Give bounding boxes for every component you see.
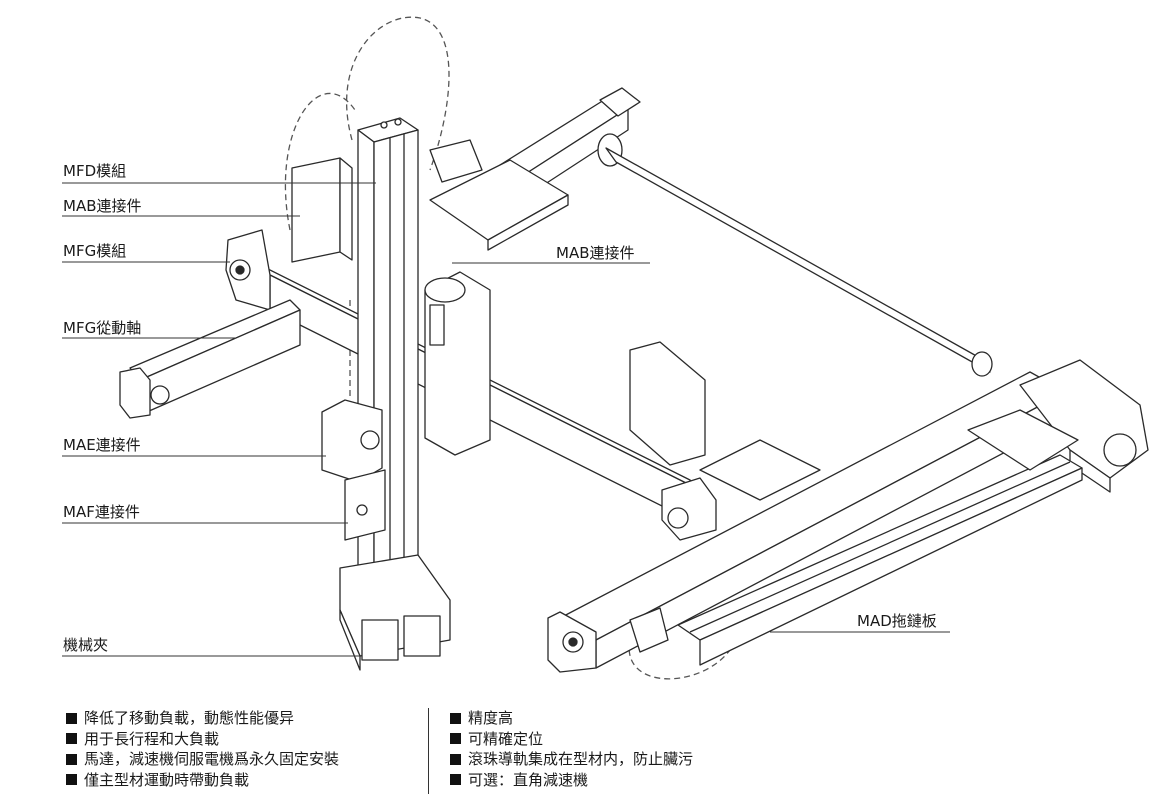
right-servo-motor (1019, 359, 1149, 493)
bullet-square-icon (66, 712, 77, 724)
callout-mfg-module: MFG模組 (63, 242, 127, 260)
feature-text: 降低了移動負載，動態性能優异 (84, 709, 295, 728)
feature-text: 用于長行程和大負載 (84, 729, 220, 748)
callout-mfd-module: MFD模組 (63, 162, 127, 180)
mae-connector (321, 399, 383, 483)
feature-text: 精度高 (468, 709, 514, 728)
feature-item: 馬達，減速機伺服電機爲永久固定安裝 (66, 749, 339, 770)
feature-item: 滾珠導軌集成在型材内，防止臟污 (450, 749, 693, 770)
maf-connector (344, 469, 386, 541)
bullet-square-icon (450, 712, 461, 724)
mechanical-gripper (339, 554, 451, 671)
x-beam-carriage (629, 341, 821, 501)
feature-text: 馬達，減速機伺服電機爲永久固定安裝 (84, 750, 340, 769)
drag-chain-plate (677, 454, 1083, 666)
callout-mfg-driven-axis: MFG從動軸 (63, 319, 142, 337)
gantry-system-drawing (62, 16, 1149, 680)
mfg-driven-axis (119, 299, 301, 419)
feature-divider (428, 708, 429, 794)
callout-gripper: 機械夾 (63, 636, 109, 654)
bullet-square-icon (450, 753, 461, 765)
callout-mae-connector: MAE連接件 (63, 436, 141, 454)
motion-envelope-bottom (628, 639, 731, 680)
feature-item: 用于長行程和大負載 (66, 729, 339, 750)
transmission-shaft (605, 147, 993, 377)
mab-connector-plate-right (429, 139, 569, 251)
feature-item: 僅主型材運動時帶動負載 (66, 770, 339, 791)
bullet-square-icon (450, 733, 461, 745)
bullet-square-icon (66, 774, 77, 786)
feature-list-left: 降低了移動負載，動態性能優异 用于長行程和大負載 馬達，減速機伺服電機爲永久固定… (66, 708, 339, 790)
callout-mab-connector-left: MAB連接件 (63, 197, 142, 215)
feature-list-right: 精度高 可精確定位 滾珠導軌集成在型材内，防止臟污 可選：直角減速機 (450, 708, 693, 790)
mab-connector-plate-left (291, 157, 353, 263)
bullet-square-icon (66, 733, 77, 745)
feature-text: 可精確定位 (468, 729, 544, 748)
feature-text: 可選：直角減速機 (468, 770, 589, 789)
bullet-square-icon (450, 774, 461, 786)
center-servo-motor (424, 271, 491, 456)
callout-mab-connector-right: MAB連接件 (556, 244, 635, 262)
feature-item: 精度高 (450, 708, 693, 729)
feature-item: 降低了移動負載，動態性能優异 (66, 708, 339, 729)
bullet-square-icon (66, 753, 77, 765)
feature-item: 可精確定位 (450, 729, 693, 750)
callout-maf-connector: MAF連接件 (63, 503, 140, 521)
feature-text: 滾珠導軌集成在型材内，防止臟污 (468, 750, 694, 769)
drag-chain-bracket (629, 409, 1079, 653)
callout-mad-drag-chain-plate: MAD拖鏈板 (857, 612, 937, 630)
feature-text: 僅主型材運動時帶動負載 (84, 770, 250, 789)
feature-item: 可選：直角減速機 (450, 770, 693, 791)
